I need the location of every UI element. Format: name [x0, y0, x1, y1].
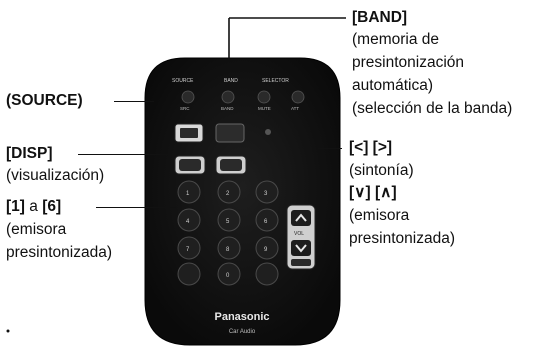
presets-connector: a: [24, 198, 43, 215]
svg-text:7: 7: [186, 247, 190, 253]
disp-desc: (visualización): [6, 167, 105, 184]
remote-body: [144, 57, 341, 346]
svg-text:SRC: SRC: [180, 106, 190, 111]
disp-label: [DISP]: [6, 145, 53, 162]
svg-text:5: 5: [226, 219, 230, 225]
key-top-right: [215, 123, 245, 143]
svg-text:9: 9: [264, 247, 268, 253]
band-desc-1: (memoria de: [352, 31, 439, 48]
band-desc-4: (selección de la banda): [352, 100, 513, 117]
svg-text:2: 2: [226, 191, 230, 197]
band-desc-2: presintonización: [352, 54, 465, 71]
top-button-row: [181, 90, 305, 104]
presets-desc-2: presintonizada): [6, 244, 112, 261]
svg-text:MUTE: MUTE: [258, 106, 271, 111]
numeric-keypad: [177, 180, 279, 286]
up-key: [291, 210, 311, 226]
svg-text:BAND: BAND: [224, 78, 238, 84]
svg-text:SELECTOR: SELECTOR: [262, 78, 289, 84]
down-key: [291, 240, 311, 256]
source-label: (SOURCE): [6, 92, 83, 109]
updown-desc-2: presintonizada): [349, 230, 455, 247]
tune-label: [<] [>]: [349, 139, 393, 156]
tune-leader: [318, 148, 342, 149]
presets-label: [1] a [6]: [6, 197, 61, 216]
svg-text:3: 3: [264, 191, 268, 197]
presets-first: [1]: [6, 198, 25, 215]
svg-text:0: 0: [226, 273, 230, 279]
presets-last: [6]: [42, 198, 62, 215]
svg-text:6: 6: [264, 219, 268, 225]
svg-text:BAND: BAND: [221, 106, 234, 111]
tune-desc: (sintonía): [349, 162, 414, 179]
svg-text:4: 4: [186, 219, 190, 225]
svg-text:VOL: VOL: [294, 231, 304, 237]
brand-sub: Car Audio: [229, 329, 256, 335]
source-leader: [114, 101, 154, 102]
brand-logo: Panasonic: [214, 311, 269, 323]
band-desc-3: automática): [352, 77, 433, 94]
disp-leader: [78, 154, 172, 155]
svg-text:ATT: ATT: [291, 106, 299, 111]
svg-text:8: 8: [226, 247, 230, 253]
updown-label: [∨] [∧]: [349, 184, 397, 201]
presets-desc-1: (emisora: [6, 221, 67, 238]
band-label: [BAND]: [352, 9, 408, 26]
svg-text:1: 1: [186, 191, 190, 197]
updown-desc-1: (emisora: [349, 207, 410, 224]
presets-leader: [96, 207, 176, 208]
svg-text:SOURCE: SOURCE: [172, 78, 194, 84]
